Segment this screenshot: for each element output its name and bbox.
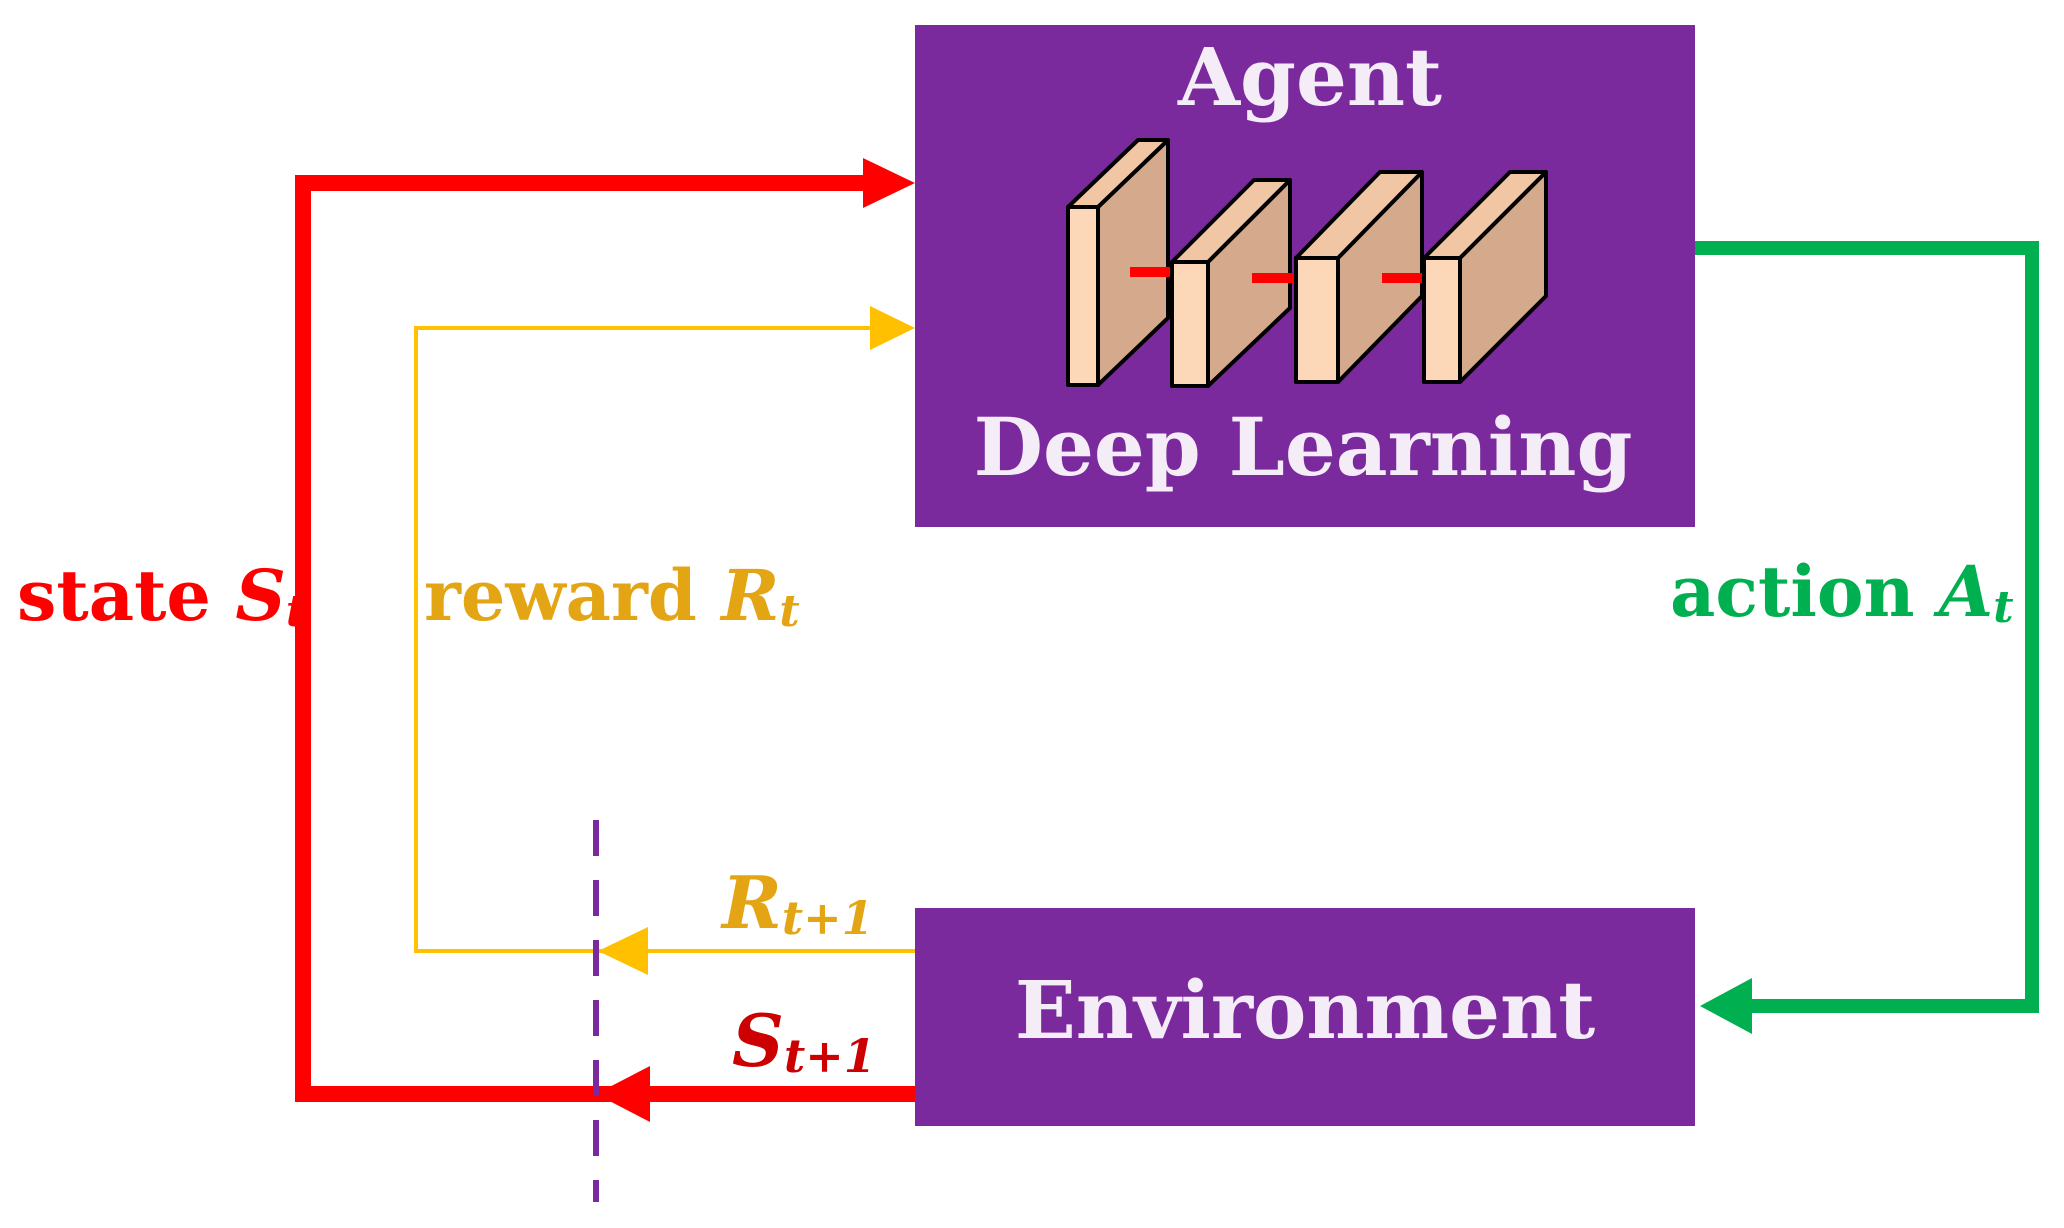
- action-line: [1695, 241, 2039, 1013]
- network-layer-4: [1422, 170, 1548, 384]
- agent-title: Agent: [1177, 30, 1442, 124]
- neural-network-layers-icon: [1066, 138, 1548, 388]
- state-label-symbol: S: [235, 554, 286, 637]
- state-label-word: state: [17, 554, 211, 637]
- environment-box: Environment: [915, 908, 1695, 1126]
- next-state-symbol: S: [732, 998, 784, 1083]
- reward-label-subscript: t: [779, 586, 799, 637]
- next-reward-arrowhead: [598, 927, 648, 975]
- state-label: state St: [17, 554, 306, 637]
- environment-box-background: [915, 908, 1695, 1126]
- next-reward-symbol: R: [720, 860, 782, 945]
- action-label-symbol: A: [1933, 550, 1993, 633]
- action-label-word: action: [1670, 550, 1915, 633]
- reward-label-symbol: R: [719, 554, 779, 637]
- reward-label-word: reward: [424, 554, 697, 637]
- action-arrowhead: [1700, 978, 1752, 1034]
- state-arrow: [295, 158, 915, 1122]
- next-reward-label: Rt+1: [720, 860, 874, 945]
- next-state-arrowhead: [596, 1066, 650, 1122]
- agent-box: Agent Deep Learning: [915, 25, 1695, 527]
- reward-label: reward Rt: [424, 554, 800, 637]
- network-layer-1: [1066, 138, 1170, 387]
- agent-subtitle: Deep Learning: [974, 400, 1633, 494]
- action-arrow: [1695, 241, 2039, 1034]
- action-label: action At: [1670, 550, 2014, 633]
- reward-arrow: [414, 306, 915, 975]
- next-state-label: St+1: [732, 998, 876, 1083]
- network-layer-3: [1294, 170, 1424, 384]
- state-loop-line: [295, 175, 915, 1102]
- next-state-subscript: t+1: [784, 1029, 876, 1083]
- reward-loop-line: [414, 326, 915, 953]
- environment-label: Environment: [1015, 963, 1595, 1057]
- reward-arrowhead: [870, 306, 915, 350]
- network-layer-2: [1170, 178, 1292, 388]
- state-arrowhead: [863, 158, 915, 208]
- next-reward-subscript: t+1: [782, 891, 874, 945]
- state-label-subscript: t: [286, 586, 306, 637]
- action-label-subscript: t: [1993, 582, 2013, 633]
